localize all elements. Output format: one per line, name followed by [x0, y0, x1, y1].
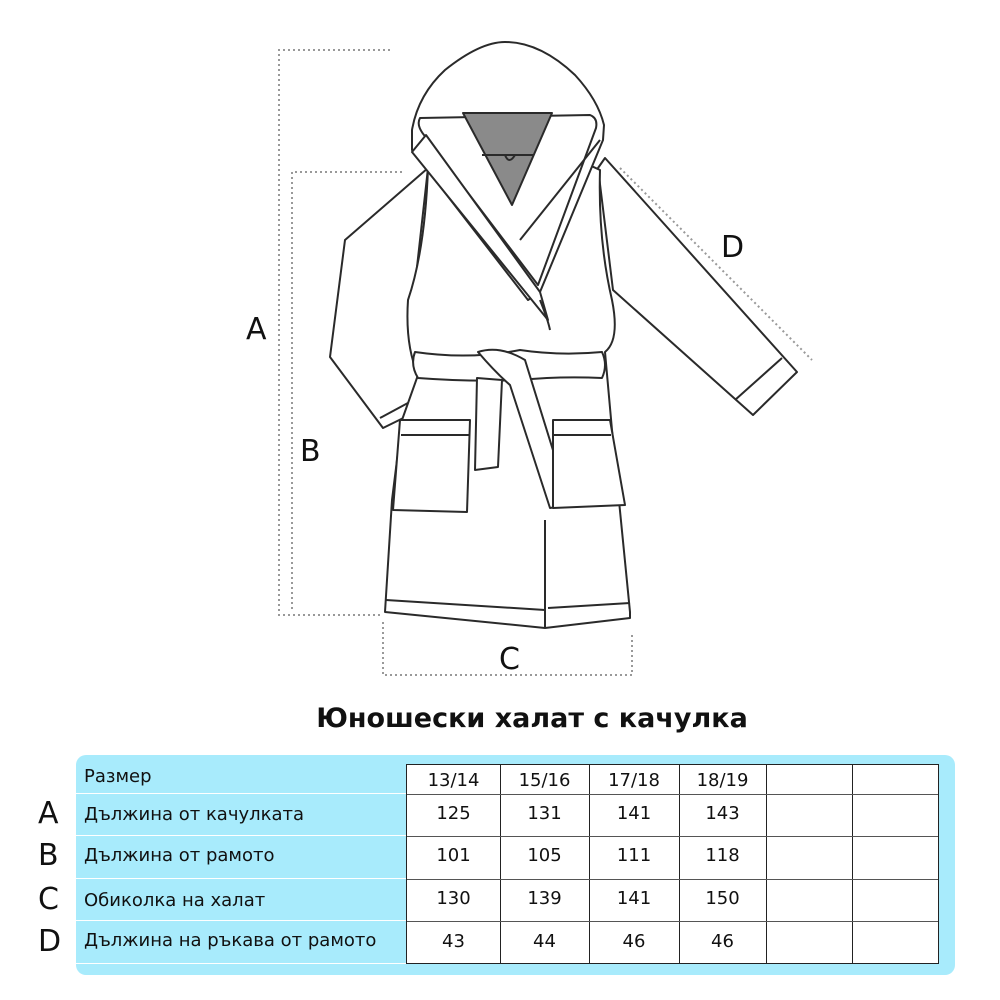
dimension-b-line	[291, 171, 402, 612]
row-divider	[76, 835, 406, 836]
table-cell: 118	[705, 845, 740, 866]
row-label-d: Дължина на ръкава от рамото	[84, 930, 377, 951]
table-cell: 44	[533, 930, 556, 952]
table-cell	[766, 877, 852, 919]
row-divider	[407, 879, 938, 880]
size-header-cell	[852, 766, 940, 795]
table-cell: 46	[622, 930, 646, 952]
size-header-label: Размер	[84, 766, 152, 787]
dimension-label-d: D	[721, 230, 745, 265]
table-cell	[852, 834, 940, 877]
table-cell	[852, 919, 940, 963]
table-cell: 141	[616, 802, 652, 824]
dimension-lines	[278, 49, 813, 676]
row-divider	[407, 794, 938, 795]
bathrobe-illustration	[278, 41, 813, 676]
dimension-d-line	[619, 167, 813, 361]
table-cell	[766, 834, 852, 877]
page-title: Юношески халат с качулка	[316, 703, 748, 734]
size-table: 13/14 15/16 17/18 18/19 125 131 141 143 101 105 11…	[406, 764, 939, 964]
robe-drawing	[329, 41, 798, 629]
row-letter-c: C	[38, 882, 59, 917]
row-divider	[407, 921, 938, 922]
size-header-cell: 17/18	[608, 770, 660, 791]
row-label-a: Дължина от качулката	[84, 804, 305, 825]
row-divider	[76, 793, 406, 794]
table-cell	[766, 792, 852, 834]
size-header-cell: 13/14	[427, 770, 480, 791]
row-letter-a: A	[38, 796, 59, 831]
row-divider	[76, 963, 406, 964]
dimension-label-a: A	[246, 312, 267, 347]
row-divider	[76, 878, 406, 879]
column-divider	[766, 765, 767, 963]
table-cell: 139	[527, 887, 562, 909]
column-divider	[500, 765, 501, 963]
dimension-label-c: C	[499, 642, 520, 677]
column-divider	[589, 765, 590, 963]
row-letter-b: B	[38, 838, 59, 873]
row-label-b: Дължина от рамото	[84, 845, 275, 866]
table-cell: 111	[616, 845, 652, 866]
row-divider	[407, 836, 938, 837]
row-divider	[76, 920, 406, 921]
dimension-c-line	[382, 622, 633, 676]
table-cell	[852, 792, 940, 834]
dimension-a-line	[278, 49, 390, 616]
row-label-c: Обиколка на халат	[84, 890, 266, 911]
table-cell: 105	[527, 845, 562, 866]
table-cell: 131	[527, 802, 562, 824]
size-header-cell: 15/16	[518, 770, 571, 791]
table-cell: 125	[436, 802, 471, 824]
table-cell: 141	[616, 887, 652, 909]
table-cell: 143	[705, 802, 740, 824]
table-cell: 101	[436, 845, 471, 866]
table-cell: 43	[442, 930, 465, 952]
table-cell: 130	[436, 887, 471, 909]
dimension-label-b: B	[300, 434, 321, 469]
table-cell: 46	[711, 930, 734, 952]
column-divider	[852, 765, 853, 963]
column-divider	[679, 765, 680, 963]
row-letter-d: D	[38, 924, 62, 959]
table-cell: 150	[705, 887, 740, 909]
size-header-cell: 18/19	[696, 770, 749, 791]
size-header-cell	[766, 766, 852, 795]
table-cell	[766, 919, 852, 963]
table-cell	[852, 877, 940, 919]
